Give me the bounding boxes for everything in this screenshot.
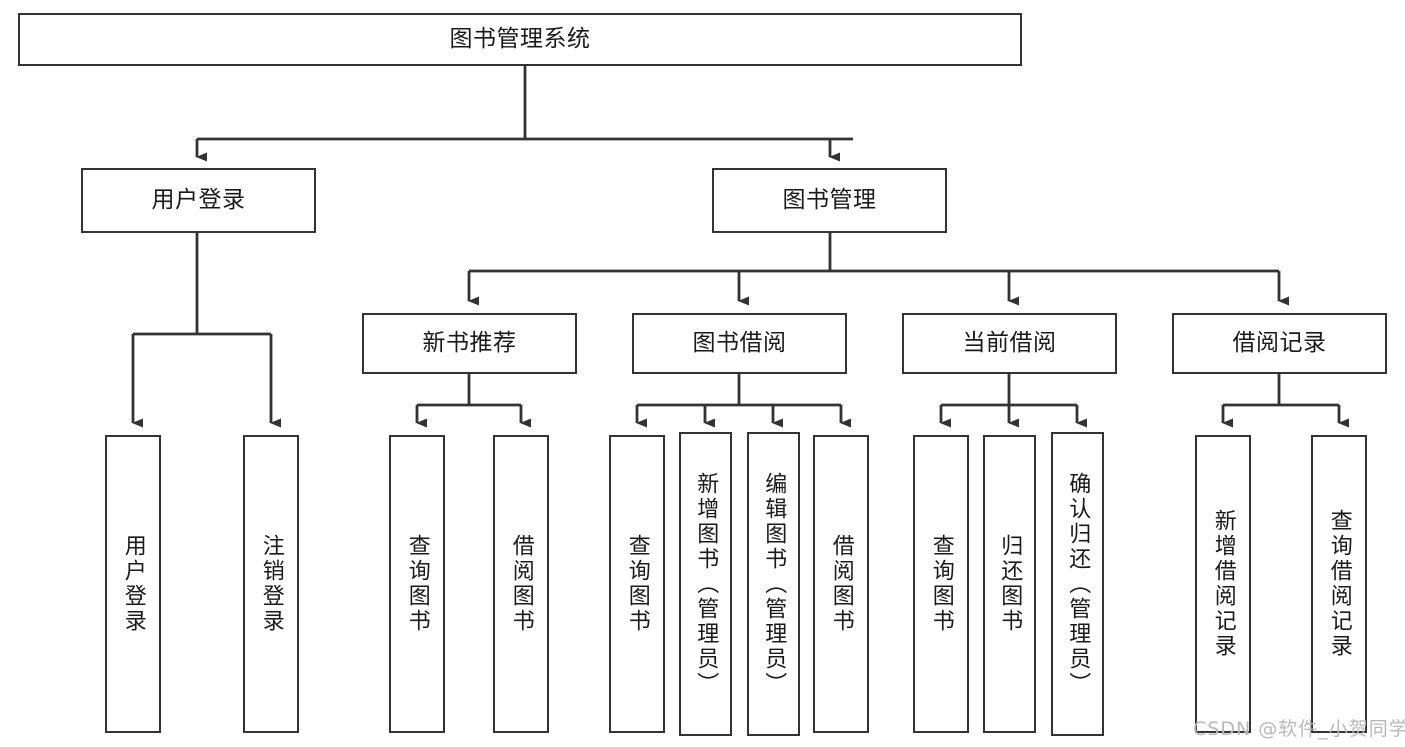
node-label: 新增图书（管理员）: [693, 471, 719, 697]
leaf-logout[interactable]: 注销登录: [243, 435, 299, 733]
node-label: 新增借阅记录: [1210, 509, 1236, 659]
leaf-add-borrow-record[interactable]: 新增借阅记录: [1195, 435, 1251, 733]
node-label: 用户登录: [120, 534, 146, 634]
node-label: 确认归还（管理员）: [1065, 471, 1091, 697]
node-label: 图书管理: [782, 186, 877, 213]
node-label: 借阅图书: [828, 534, 854, 634]
leaf-borrow-book[interactable]: 借阅图书: [813, 435, 869, 733]
leaf-query-book-newbook[interactable]: 查询图书: [389, 435, 445, 733]
node-label: 新书推荐: [422, 329, 517, 356]
node-label: 借阅图书: [508, 534, 534, 634]
leaf-return-book[interactable]: 归还图书: [983, 435, 1036, 733]
node-label: 归还图书: [997, 534, 1023, 634]
node-label: 查询借阅记录: [1326, 509, 1352, 659]
node-book-borrow[interactable]: 图书借阅: [632, 313, 847, 374]
leaf-user-login[interactable]: 用户登录: [105, 435, 161, 733]
node-new-book-recommend[interactable]: 新书推荐: [362, 313, 577, 374]
leaf-confirm-return-admin[interactable]: 确认归还（管理员）: [1051, 432, 1104, 736]
csdn-watermark: CSDN @软件_小贺同学: [1193, 718, 1405, 740]
node-label: 编辑图书（管理员）: [761, 471, 787, 697]
leaf-query-book-current[interactable]: 查询图书: [913, 435, 969, 733]
node-label: 查询图书: [404, 534, 430, 634]
node-label: 查询图书: [928, 534, 954, 634]
leaf-borrow-book-newbook[interactable]: 借阅图书: [493, 435, 549, 733]
node-label: 图书管理系统: [449, 25, 591, 52]
leaf-query-borrow-record[interactable]: 查询借阅记录: [1311, 435, 1367, 733]
leaf-query-book-borrow[interactable]: 查询图书: [609, 435, 665, 733]
node-label: 当前借阅: [962, 329, 1057, 356]
leaf-add-book-admin[interactable]: 新增图书（管理员）: [679, 432, 732, 736]
leaf-edit-book-admin[interactable]: 编辑图书（管理员）: [747, 432, 800, 736]
node-book-management[interactable]: 图书管理: [712, 168, 947, 233]
node-label: 借阅记录: [1232, 329, 1327, 356]
node-label: 图书借阅: [692, 329, 787, 356]
node-user-login[interactable]: 用户登录: [81, 168, 316, 233]
node-label: 用户登录: [151, 186, 246, 213]
node-label: 查询图书: [624, 534, 650, 634]
node-root-system[interactable]: 图书管理系统: [18, 13, 1022, 66]
node-borrow-records[interactable]: 借阅记录: [1172, 313, 1387, 374]
node-label: 注销登录: [258, 534, 284, 634]
node-current-borrow[interactable]: 当前借阅: [902, 313, 1117, 374]
